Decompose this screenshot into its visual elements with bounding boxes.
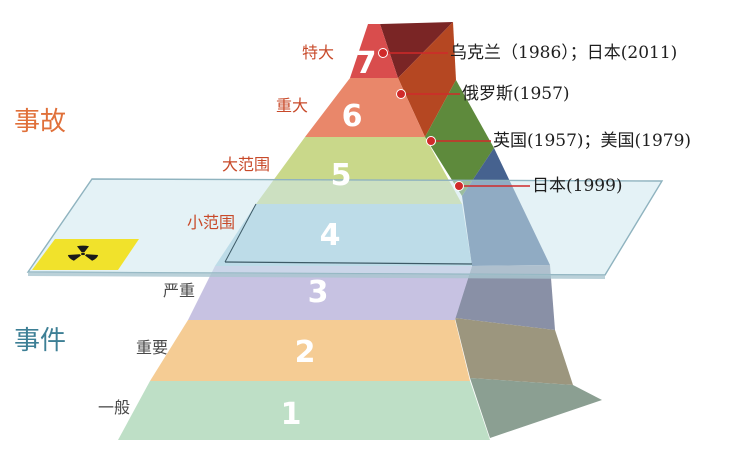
level-label-6: 重大 [276, 96, 308, 115]
annotation-callouts: 乌克兰（1986）；日本(2011) 俄罗斯(1957) 英国(1957)；美国… [378, 43, 691, 196]
level-number-7: 7 [356, 46, 377, 81]
level-label-4: 小范围 [187, 213, 235, 232]
annotation-level-4: 日本(1999) [532, 176, 623, 196]
level-number-1: 1 [281, 397, 302, 432]
callout-level-4: 日本(1999) [454, 176, 623, 196]
level-number-6: 6 [342, 99, 363, 134]
annotation-level-7: 乌克兰（1986）；日本(2011) [450, 43, 677, 63]
annotation-level-5: 英国(1957)；美国(1979) [493, 131, 691, 151]
level-number-4: 4 [320, 218, 341, 253]
callout-level-6: 俄罗斯(1957) [396, 84, 570, 104]
band-level-2 [150, 320, 470, 381]
band-level-3 [188, 266, 472, 320]
annotation-level-6: 俄罗斯(1957) [462, 84, 570, 104]
level-number-5: 5 [331, 158, 352, 193]
level-label-3: 严重 [163, 281, 195, 300]
band-level-1 [118, 381, 490, 440]
level-number-3: 3 [308, 275, 329, 310]
level-number-2: 2 [295, 335, 316, 370]
level-labels: 特大 重大 大范围 小范围 严重 重要 一般 [98, 43, 334, 417]
level-label-1: 一般 [98, 398, 130, 417]
callout-level-7: 乌克兰（1986）；日本(2011) [378, 43, 677, 63]
level-label-7: 特大 [302, 43, 334, 62]
radiation-warning-icon [32, 239, 139, 270]
level-label-2: 重要 [136, 338, 168, 357]
accident-category-label: 事故 [14, 107, 67, 137]
incident-category-label: 事件 [14, 326, 67, 356]
level-numbers: 7 6 5 4 3 2 1 [281, 46, 377, 432]
band-level-6 [305, 78, 425, 137]
callout-level-5: 英国(1957)；美国(1979) [426, 131, 691, 151]
band-level-7 [350, 24, 398, 78]
level-label-5: 大范围 [222, 155, 270, 174]
divider-plane [26, 178, 664, 279]
